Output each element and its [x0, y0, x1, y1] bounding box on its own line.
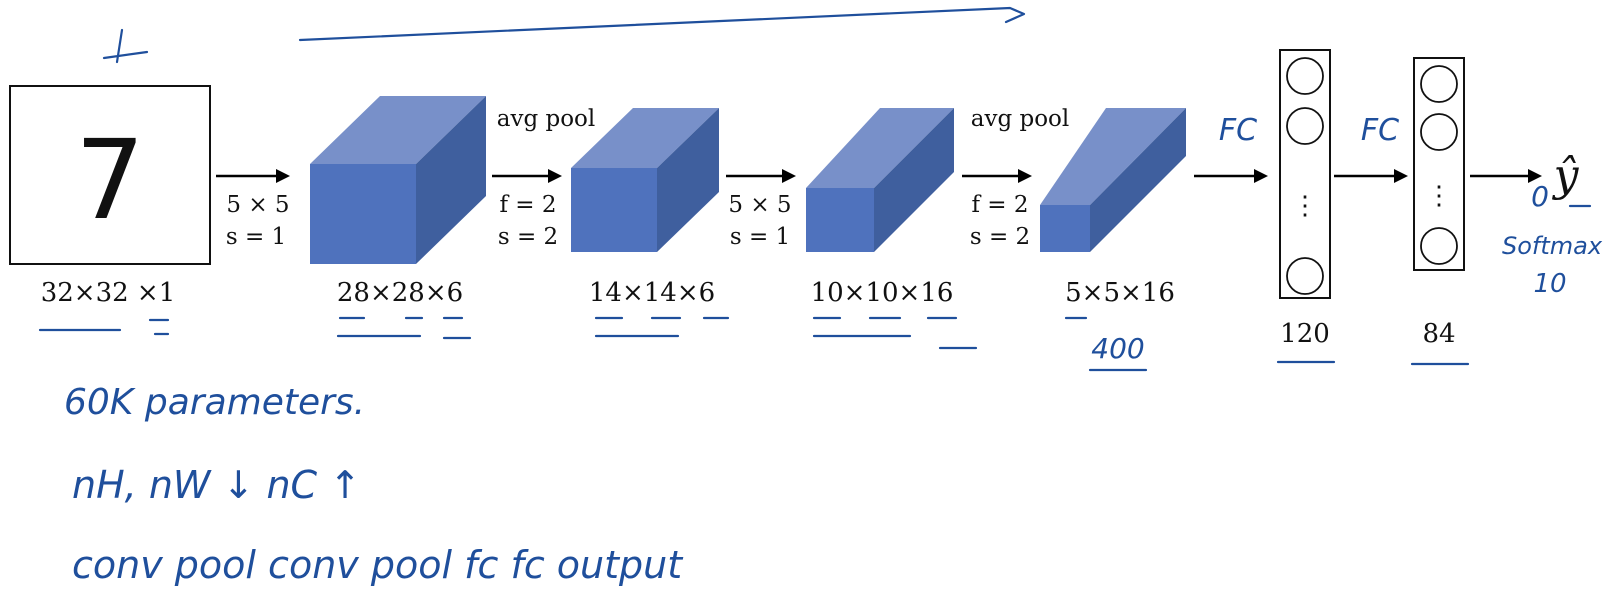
fc1-ellipsis: ⋮	[1292, 191, 1318, 221]
op2-stride-label: s = 2	[498, 224, 558, 250]
arrowhead	[782, 169, 796, 183]
input-dims-label: 32×32 ×1	[41, 278, 176, 308]
op4-stride-label: s = 2	[970, 224, 1030, 250]
input-dims-underline	[38, 318, 170, 336]
pool1-block	[571, 108, 719, 252]
fc2-size-label: 84	[1422, 319, 1455, 349]
op3-stride-label: s = 1	[730, 224, 790, 250]
fc1-handwritten-label: FC	[1219, 113, 1257, 148]
fc2-ellipsis: ⋮	[1426, 181, 1452, 211]
arrowhead	[548, 169, 562, 183]
pool1-dims-label: 14×14×6	[589, 278, 715, 308]
block-top-face	[806, 108, 954, 188]
input-image-box	[9, 85, 211, 265]
op4-filter-label: f = 2	[971, 192, 1028, 218]
conv2-underline	[812, 316, 978, 350]
softmax-note: Softmax	[1502, 232, 1603, 260]
output-y-hat: ŷ	[1552, 150, 1580, 201]
conv1-underline	[336, 316, 472, 340]
block-front-face	[571, 168, 657, 252]
flattened-size-note: 400	[1091, 332, 1144, 365]
arrowhead	[1394, 169, 1408, 183]
shape-trend-note: nH, nW ↓ nC ↑	[72, 463, 361, 507]
input-digit: 7	[75, 116, 145, 244]
output-unit-mark: 0	[1531, 180, 1549, 213]
op2-type-label: avg pool	[497, 106, 596, 132]
op1-stride-label: s = 1	[226, 224, 286, 250]
arrowhead	[1018, 169, 1032, 183]
block-side-face	[657, 108, 719, 252]
pool2-underline	[1064, 316, 1148, 372]
fc1-neuron	[1286, 257, 1324, 295]
fc1-neuron	[1286, 57, 1324, 95]
output-classes-note: 10	[1533, 269, 1566, 299]
op4-type-label: avg pool	[971, 106, 1070, 132]
block-side-face	[1090, 108, 1186, 252]
conv2-dims-label: 10×10×16	[811, 278, 954, 308]
block-top-face	[310, 96, 486, 164]
conv1-dims-label: 28×28×6	[337, 278, 463, 308]
fc2-neuron	[1420, 65, 1458, 103]
fc2-neuron	[1420, 113, 1458, 151]
arrowhead	[276, 169, 290, 183]
pool1-underline	[594, 316, 730, 338]
op2-filter-label: f = 2	[499, 192, 556, 218]
input-pointer-stroke	[102, 28, 149, 64]
op1-filter-label: 5 × 5	[226, 192, 289, 218]
pool2-block	[1040, 108, 1186, 252]
pool2-dims-label: 5×5×16	[1065, 278, 1175, 308]
block-front-face	[310, 164, 416, 264]
conv1-block	[310, 96, 486, 264]
block-top-face	[571, 108, 719, 168]
arrowhead	[1528, 169, 1542, 183]
arrowhead	[1254, 169, 1268, 183]
layer-sequence-note: conv pool conv pool fc fc output	[72, 543, 684, 587]
block-side-face	[416, 96, 486, 264]
block-side-face	[874, 108, 954, 252]
op3-filter-label: 5 × 5	[728, 192, 791, 218]
fc2-handwritten-label: FC	[1361, 113, 1399, 148]
block-front-face	[1040, 205, 1090, 252]
fc1-neuron	[1286, 107, 1324, 145]
top-arrow-stroke	[298, 6, 1026, 42]
block-top-face	[1040, 108, 1186, 205]
fc2-neuron	[1420, 227, 1458, 265]
op-arrows	[216, 169, 1542, 183]
block-front-face	[806, 188, 874, 252]
parameter-count-note: 60K parameters.	[64, 382, 365, 423]
conv2-block	[806, 108, 954, 252]
fc1-size-label: 120	[1280, 319, 1330, 349]
